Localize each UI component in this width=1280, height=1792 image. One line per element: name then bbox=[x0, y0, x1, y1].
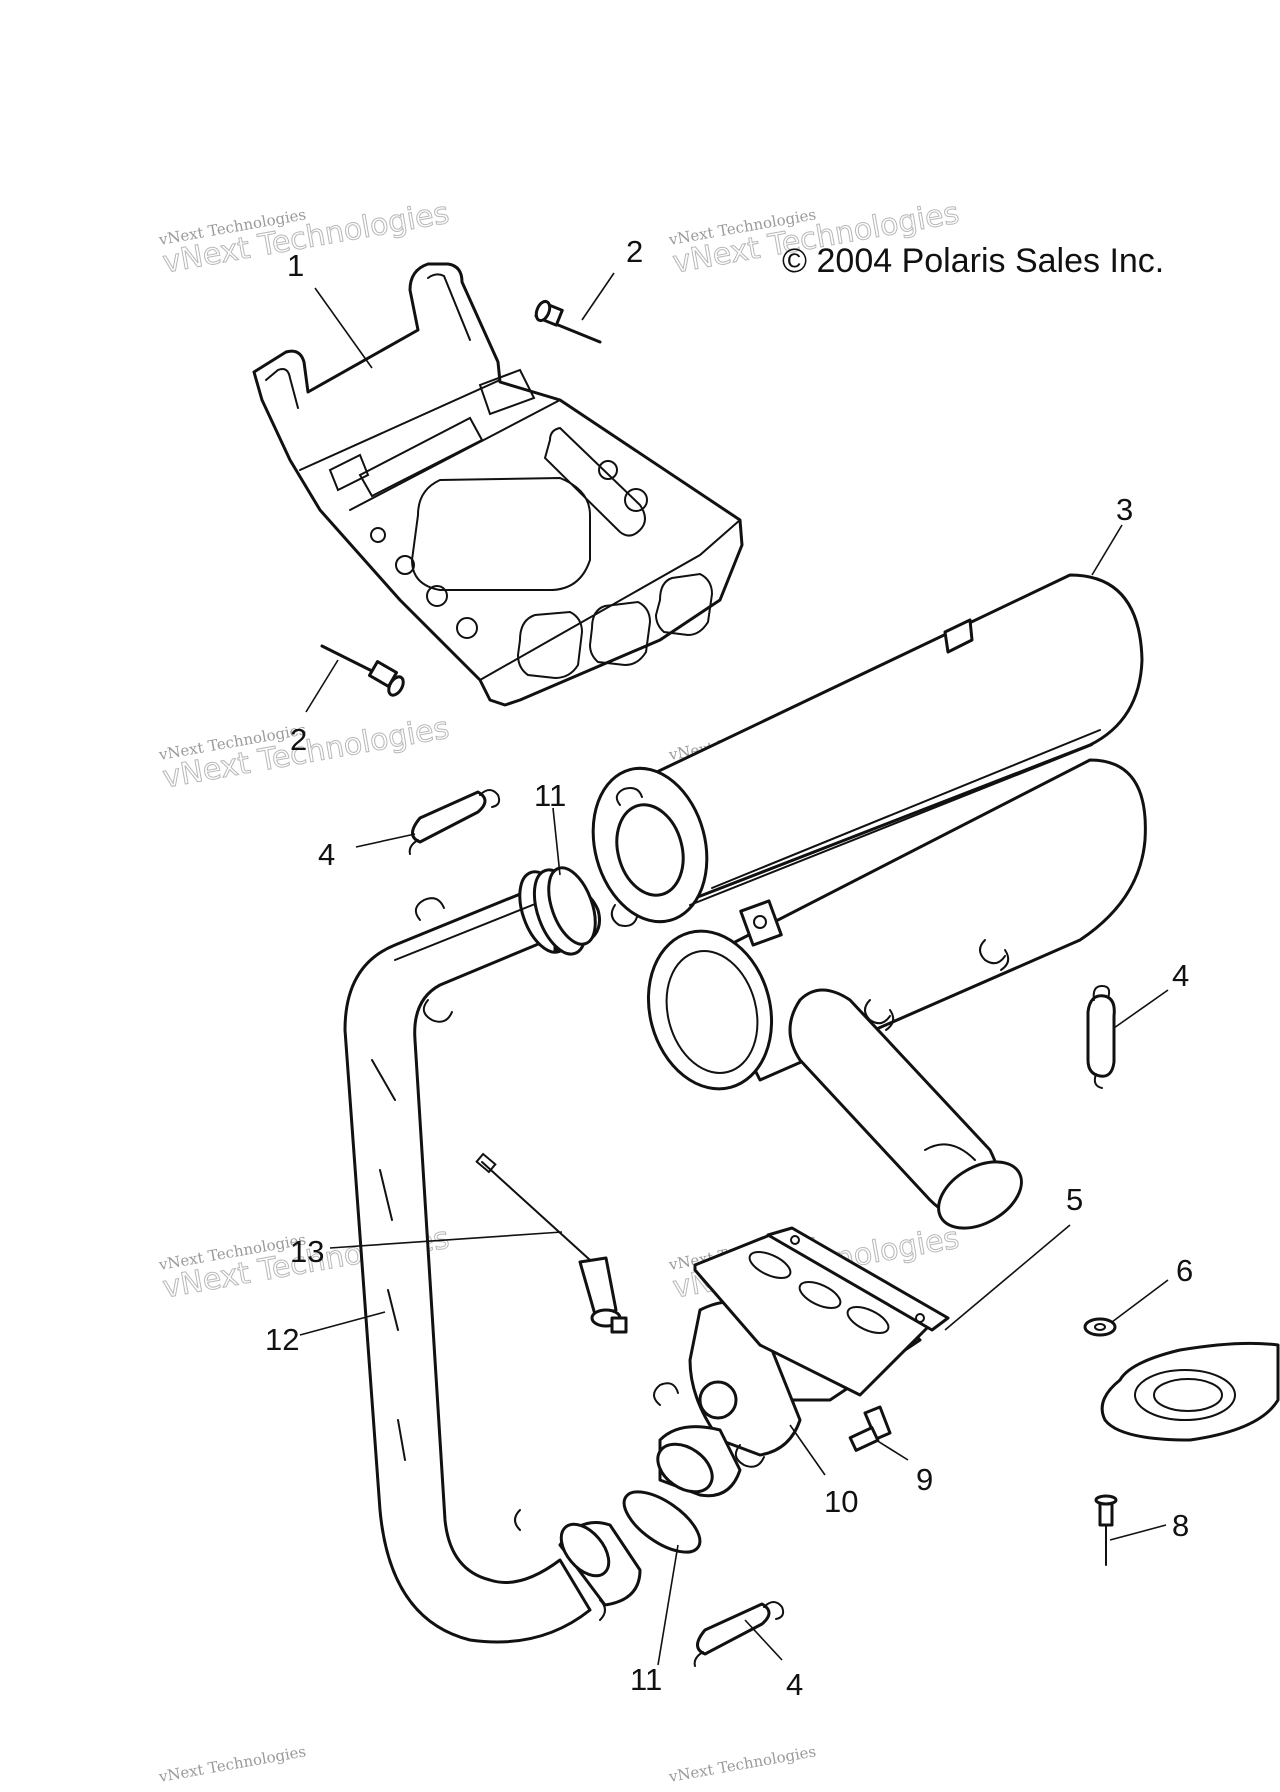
watermark-text-1: vNext Technologies bbox=[667, 1742, 818, 1786]
leader-line bbox=[1109, 1524, 1167, 1541]
leader-line bbox=[875, 1439, 909, 1461]
callout-13: 13 bbox=[290, 1234, 324, 1269]
leader-line bbox=[1091, 524, 1123, 576]
leader-line bbox=[299, 1311, 386, 1336]
callout-4-right: 4 bbox=[1172, 958, 1189, 993]
leader-line bbox=[314, 287, 373, 369]
callout-10: 10 bbox=[824, 1484, 858, 1519]
callouts: 1 2 2 3 4 4 4 5 6 8 9 10 11 11 12 13 bbox=[265, 234, 1193, 1702]
leader-line bbox=[789, 1424, 826, 1476]
sensor bbox=[475, 1152, 628, 1334]
leader-line bbox=[355, 833, 416, 848]
callout-4-upper: 4 bbox=[318, 837, 335, 872]
callout-9: 9 bbox=[916, 1462, 933, 1497]
leader-line bbox=[657, 1544, 679, 1666]
leader-line bbox=[581, 272, 615, 321]
callout-8: 8 bbox=[1172, 1508, 1189, 1543]
callout-6: 6 bbox=[1176, 1253, 1193, 1288]
leader-line bbox=[329, 1231, 563, 1249]
gasket-lower bbox=[622, 1490, 702, 1554]
copyright-text: © 2004 Polaris Sales Inc. bbox=[782, 242, 1164, 280]
muffler bbox=[591, 573, 1147, 1230]
callout-3: 3 bbox=[1116, 492, 1133, 527]
mounting-bracket bbox=[252, 262, 744, 707]
spring-upper bbox=[408, 789, 501, 855]
callout-12: 12 bbox=[265, 1322, 299, 1357]
watermark-text-2: vNext Technologies bbox=[160, 196, 452, 281]
leader-line bbox=[1111, 1279, 1169, 1323]
leader-line bbox=[744, 1619, 783, 1661]
rivet-upper bbox=[534, 299, 602, 344]
leader-line bbox=[305, 659, 339, 713]
leader-lines bbox=[299, 272, 1169, 1666]
callout-4-lower: 4 bbox=[786, 1667, 803, 1702]
push-rivet bbox=[1094, 1494, 1118, 1566]
callout-5: 5 bbox=[1066, 1182, 1083, 1217]
rivet-lower bbox=[320, 644, 405, 697]
flange-gasket bbox=[693, 1226, 950, 1397]
washer bbox=[1083, 1317, 1117, 1337]
bolt bbox=[848, 1405, 892, 1452]
watermark-text-1: vNext Technologies bbox=[157, 1742, 308, 1786]
watermark: vNext Technologies bbox=[667, 1742, 818, 1786]
leader-line bbox=[552, 807, 561, 876]
callout-2-upper: 2 bbox=[626, 234, 643, 269]
callout-1: 1 bbox=[287, 248, 304, 283]
gasket-upper bbox=[532, 866, 597, 956]
header-pipe bbox=[343, 870, 642, 1644]
callout-11-upper: 11 bbox=[534, 778, 566, 813]
callout-11-lower: 11 bbox=[630, 1662, 662, 1697]
grommet bbox=[1100, 1341, 1280, 1442]
callout-2-lower: 2 bbox=[290, 722, 307, 757]
watermark: vNext Technologies bbox=[157, 1742, 308, 1786]
spring-lower bbox=[693, 1601, 785, 1667]
spring-right bbox=[1086, 984, 1116, 1089]
leader-line bbox=[944, 1224, 1071, 1331]
leader-line bbox=[1113, 989, 1169, 1029]
